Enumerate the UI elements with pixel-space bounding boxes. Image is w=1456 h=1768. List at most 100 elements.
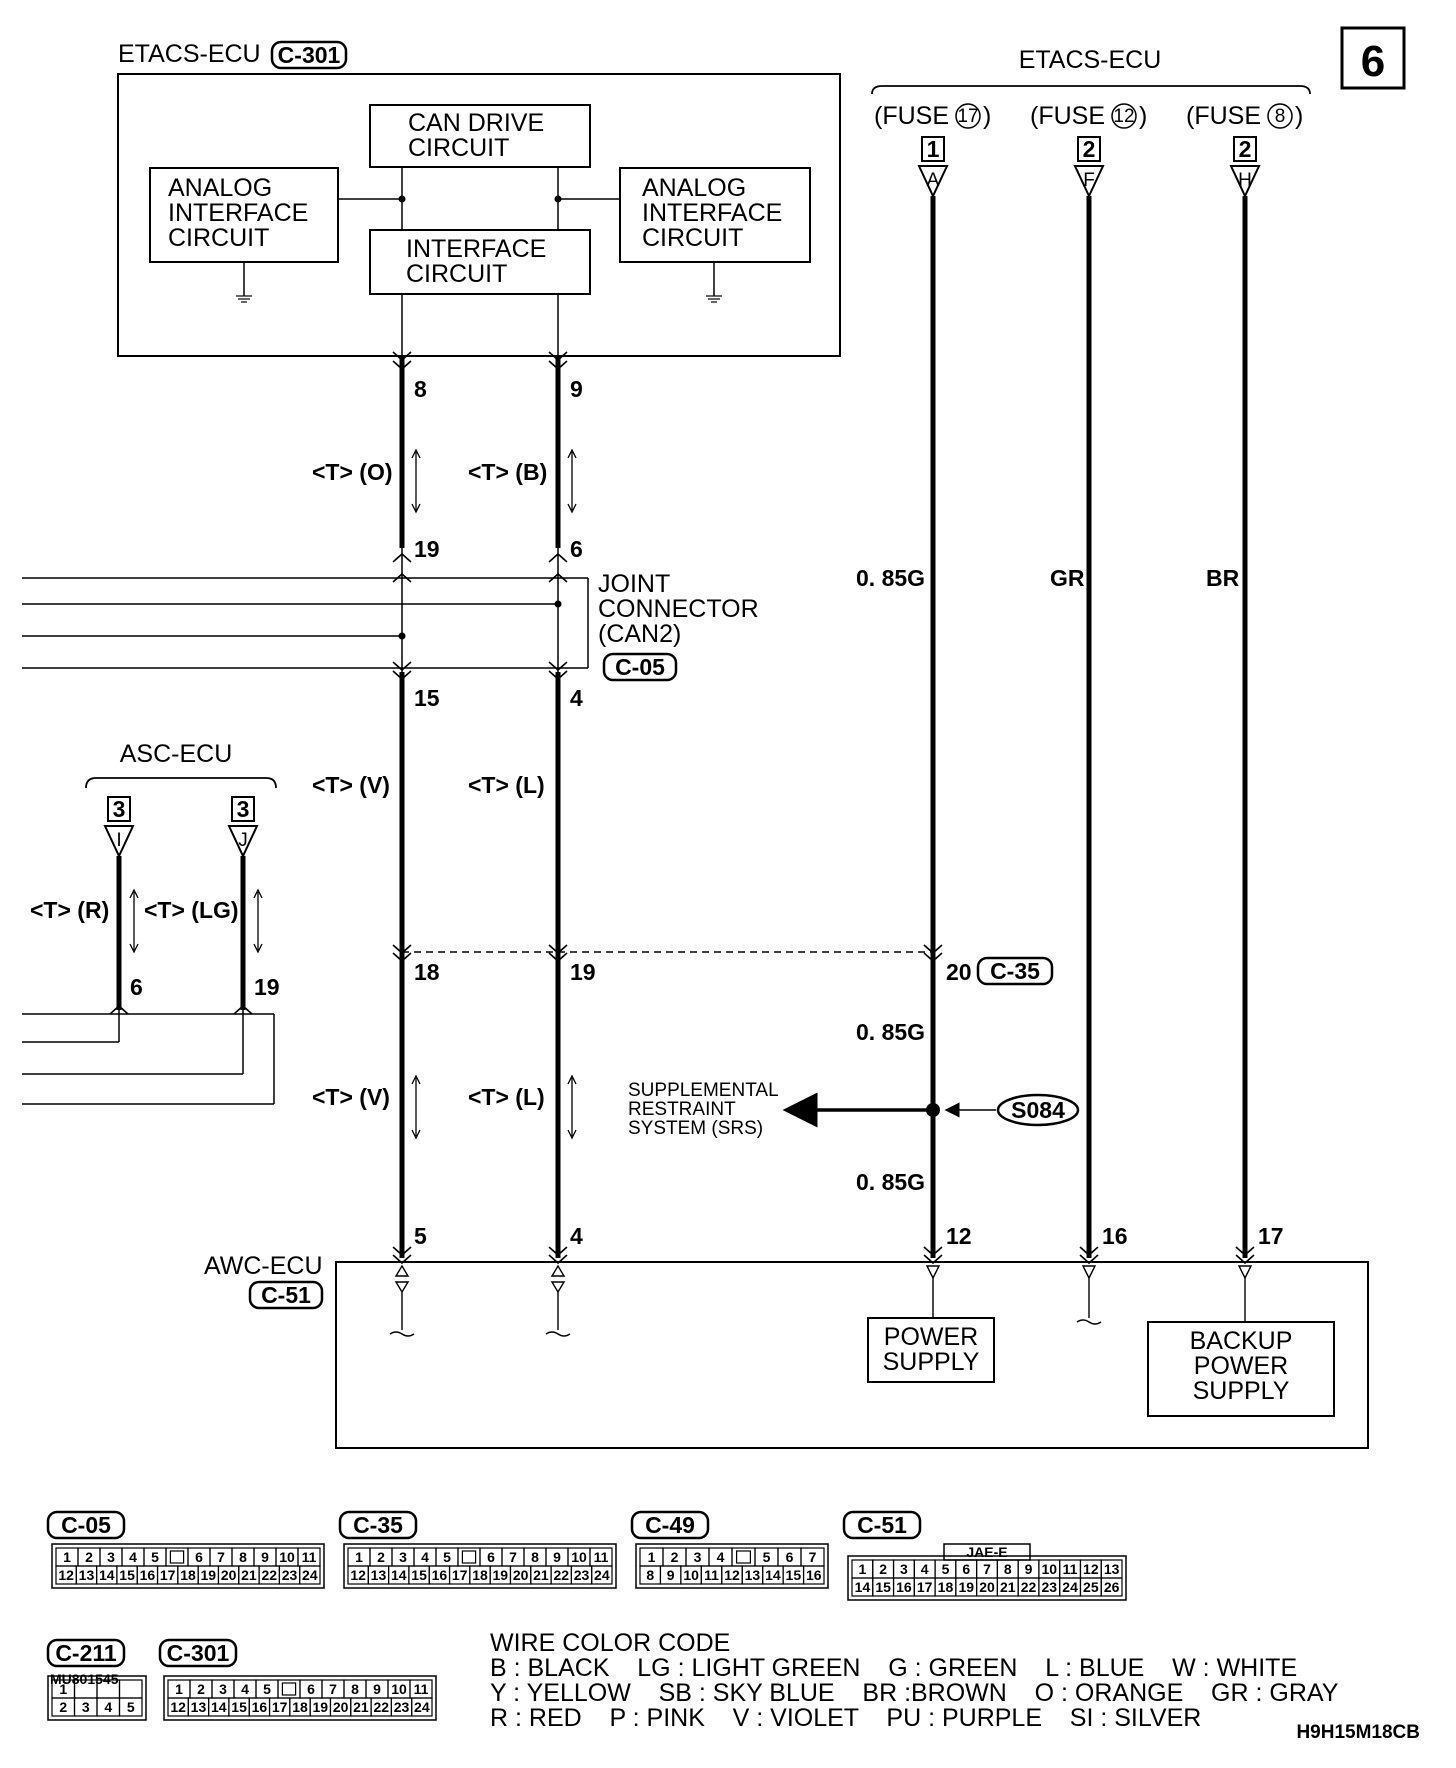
connector-pin-number: 24 bbox=[302, 1567, 318, 1583]
wire-code-t-b: <T> (B) bbox=[468, 459, 547, 485]
connector-pin-number: 5 bbox=[263, 1681, 271, 1697]
connector-pin-number: 24 bbox=[414, 1699, 430, 1715]
connector-pin-number: 10 bbox=[391, 1681, 407, 1697]
connector-pin-number: 2 bbox=[879, 1561, 887, 1577]
analog-interface-right-block bbox=[619, 167, 811, 263]
connector-pin-number: 22 bbox=[373, 1699, 389, 1715]
wire-color-code-row-2: Y : YELLOW SB : SKY BLUE BR :BROWN O : O… bbox=[490, 1679, 1339, 1707]
connector-pin-number: 19 bbox=[201, 1567, 217, 1583]
connector-pin-number: 15 bbox=[875, 1579, 891, 1595]
connector-view-id: C-301 bbox=[167, 1640, 230, 1666]
connector-pin-number: 11 bbox=[704, 1567, 719, 1583]
pin-17: 17 bbox=[1258, 1223, 1284, 1249]
connector-pin-number: 9 bbox=[373, 1681, 381, 1697]
ground-symbol-icon bbox=[706, 295, 722, 303]
svg-text:1: 1 bbox=[927, 136, 940, 162]
connector-pin-number: 4 bbox=[717, 1549, 725, 1565]
pin-16: 16 bbox=[1102, 1223, 1128, 1249]
pin-4-awc: 4 bbox=[570, 1223, 583, 1249]
connector-pin-number: 5 bbox=[151, 1549, 159, 1565]
connector-pin-number: 19 bbox=[313, 1699, 329, 1715]
connector-pin-number: 8 bbox=[1004, 1561, 1012, 1577]
splice-s084-label: S084 bbox=[1011, 1097, 1065, 1123]
connector-pin-number: 5 bbox=[763, 1549, 771, 1565]
wire-code-t-l-upper: <T> (L) bbox=[468, 772, 545, 798]
connector-pin-number: 4 bbox=[129, 1549, 137, 1565]
pin-18: 18 bbox=[414, 959, 440, 985]
connector-pin-number: 16 bbox=[806, 1567, 822, 1583]
wire-code-085g-middle: 0. 85G bbox=[856, 1019, 925, 1045]
page-number-box bbox=[1340, 26, 1406, 90]
connector-pin-number: 23 bbox=[574, 1567, 590, 1583]
connector-pin-number: 17 bbox=[452, 1567, 468, 1583]
connector-pin-number: 14 bbox=[211, 1699, 227, 1715]
connector-view-id: C-211 bbox=[55, 1640, 117, 1666]
wire-code-t-lg: <T> (LG) bbox=[144, 897, 239, 923]
connector-pin-number: 18 bbox=[292, 1699, 308, 1715]
fuse-17-feed: (FUSE 17 ) 1 A bbox=[874, 102, 991, 199]
etacs-ecu-label: ETACS-ECU bbox=[118, 40, 261, 68]
connector-pin-number: 13 bbox=[1104, 1561, 1120, 1577]
connector-pin-number: 10 bbox=[1042, 1561, 1058, 1577]
etacs-ecu-box bbox=[117, 73, 841, 357]
connector-pin-number: 14 bbox=[855, 1579, 871, 1595]
connector-pin-number: 2 bbox=[59, 1699, 67, 1715]
etacs-ecu-fuse-label: ETACS-ECU bbox=[1019, 46, 1162, 74]
pin-6-joint: 6 bbox=[570, 536, 583, 562]
svg-text:J: J bbox=[238, 830, 248, 851]
connector-pin-number: 6 bbox=[487, 1549, 495, 1565]
connector-pin-number: 11 bbox=[302, 1549, 317, 1565]
pin-15: 15 bbox=[414, 685, 440, 711]
connector-pin-number: 14 bbox=[391, 1567, 407, 1583]
connector-pin-number: 13 bbox=[191, 1699, 207, 1715]
svg-text:(FUSE: (FUSE bbox=[1186, 102, 1261, 130]
connector-pin-number: 6 bbox=[786, 1549, 794, 1565]
connector-pin-number: 7 bbox=[217, 1549, 225, 1565]
pin-5: 5 bbox=[414, 1223, 427, 1249]
connector-pin-number: 21 bbox=[1000, 1579, 1016, 1595]
wire-code-gr: GR bbox=[1050, 565, 1085, 591]
svg-text:17: 17 bbox=[957, 106, 978, 127]
connector-pin-number: 1 bbox=[175, 1681, 183, 1697]
svg-text:(FUSE: (FUSE bbox=[874, 102, 949, 130]
connector-pin-number: 18 bbox=[938, 1579, 954, 1595]
svg-text:3: 3 bbox=[113, 796, 126, 822]
svg-text:2: 2 bbox=[1239, 136, 1252, 162]
pin-19-c35: 19 bbox=[570, 959, 596, 985]
connector-pin-number: 17 bbox=[917, 1579, 933, 1595]
connector-pin-number: 2 bbox=[377, 1549, 385, 1565]
connector-pin-number: 4 bbox=[421, 1549, 429, 1565]
connector-pin-number: 23 bbox=[394, 1699, 410, 1715]
svg-text:): ) bbox=[983, 102, 991, 130]
connector-pin-number: 15 bbox=[786, 1567, 802, 1583]
connector-pin-number: 13 bbox=[79, 1567, 95, 1583]
wire-code-085g-lower: 0. 85G bbox=[856, 1169, 925, 1195]
svg-text:): ) bbox=[1295, 102, 1303, 130]
connector-pin-number: 1 bbox=[858, 1561, 866, 1577]
connector-pin-number: 2 bbox=[197, 1681, 205, 1697]
connector-pin-number: 18 bbox=[472, 1567, 488, 1583]
connector-pin-number: 1 bbox=[355, 1549, 363, 1565]
connector-pin-number: 11 bbox=[414, 1681, 429, 1697]
connector-pin-number: 6 bbox=[307, 1681, 315, 1697]
connector-pin-number: 14 bbox=[765, 1567, 781, 1583]
connector-pin-number: 12 bbox=[724, 1567, 740, 1583]
connector-pin-number: 12 bbox=[350, 1567, 366, 1583]
wire-code-t-l-lower: <T> (L) bbox=[468, 1084, 545, 1110]
asc-pin-19: 19 bbox=[254, 974, 280, 1000]
awc-ecu-label: AWC-ECU bbox=[204, 1252, 323, 1280]
connector-pin-number: 17 bbox=[272, 1699, 288, 1715]
pin-19-joint: 19 bbox=[414, 536, 440, 562]
connector-pin-number: 2 bbox=[85, 1549, 93, 1565]
bidirectional-arrow-icon bbox=[129, 448, 577, 1140]
connector-view-id: C-51 bbox=[857, 1512, 907, 1538]
connector-pin-number: 20 bbox=[979, 1579, 995, 1595]
awc-ecu-connector: C-51 bbox=[261, 1282, 311, 1308]
splice-point bbox=[926, 1103, 940, 1117]
asc-ecu-label: ASC-ECU bbox=[120, 740, 233, 768]
connector-pin-number: 3 bbox=[694, 1549, 702, 1565]
